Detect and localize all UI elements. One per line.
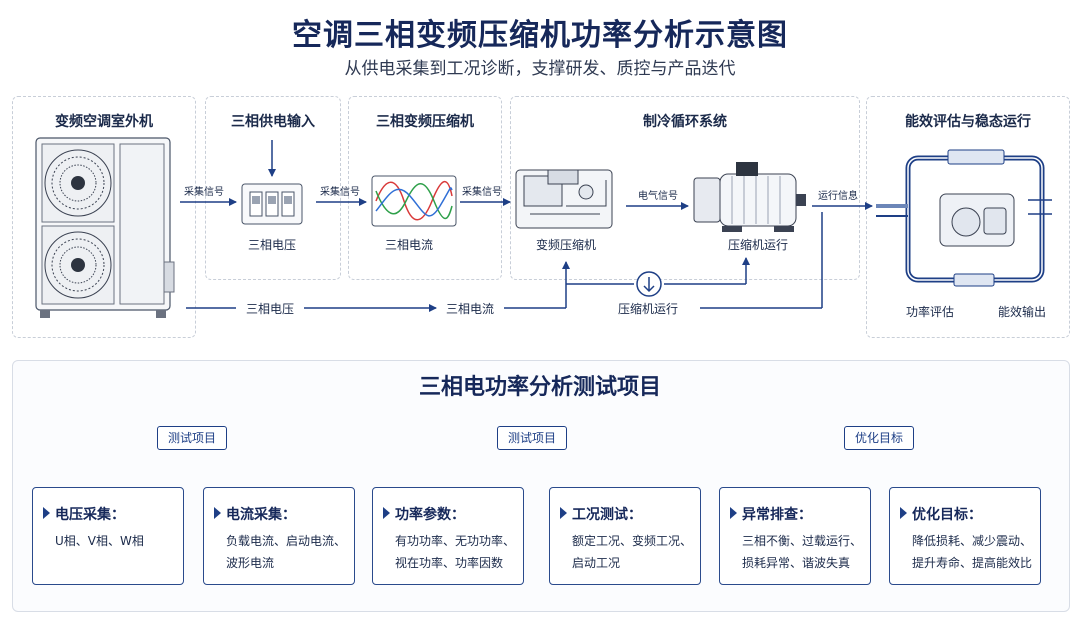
card-voltage-collection: 电压采集： U相、V相、W相 [32, 487, 184, 585]
label-bottom-current: 三相电流 [446, 302, 495, 316]
tag-test-items-1: 测试项目 [157, 426, 228, 450]
page-title: 空调三相变频压缩机功率分析示意图 [292, 18, 788, 53]
label-efficiency-output: 能效输出 [998, 305, 1047, 319]
label-bottom-compressor-running: 压缩机运行 [618, 302, 679, 316]
label-collect-signal-2: 采集信号 [320, 187, 360, 198]
download-circle-icon [636, 271, 662, 297]
label-vfd-compressor: 变频压缩机 [536, 238, 597, 252]
label-bottom-voltage: 三相电压 [246, 302, 295, 316]
vfd-compressor-icon [515, 169, 613, 229]
card-power-params: 功率参数： 有功功率、无功功率、视在功率、功率因数 [372, 487, 524, 585]
card-body: 三相不衡、过载运行、损耗异常、谐波失真 [742, 534, 863, 570]
card-body: 额定工况、变频工况、启动工况 [572, 534, 693, 570]
test-section-title: 三相电功率分析测试项目 [418, 375, 661, 400]
triangle-marker-icon [730, 507, 737, 519]
card-title: 电压采集： [55, 507, 125, 523]
card-body: U相、V相、W相 [55, 534, 144, 548]
triangle-marker-icon [900, 507, 907, 519]
label-three-phase-current: 三相电流 [385, 238, 434, 252]
triangle-marker-icon [214, 507, 221, 519]
label-collect-signal-1: 采集信号 [184, 187, 224, 198]
panel-title-outdoor-unit: 变频空调室外机 [55, 114, 153, 130]
triangle-marker-icon [383, 507, 390, 519]
card-title: 电流采集： [226, 507, 296, 523]
panel-title-refrigeration: 制冷循环系统 [643, 114, 727, 130]
card-condition-test: 工况测试： 额定工况、变频工况、启动工况 [549, 487, 701, 585]
card-body: 降低损耗、减少震动、提升寿命、提高能效比 [912, 534, 1033, 570]
card-title: 优化目标： [912, 507, 982, 523]
switch-icon [241, 183, 303, 225]
tag-optimization-goal: 优化目标 [844, 426, 915, 450]
panel-title-efficiency: 能效评估与稳态运行 [905, 114, 1031, 130]
waveform-icon [371, 175, 457, 227]
efficiency-loop-icon [876, 149, 1052, 287]
panel-title-supply-input: 三相供电输入 [231, 114, 315, 130]
label-power-eval: 功率评估 [906, 305, 955, 319]
label-three-phase-voltage: 三相电压 [248, 238, 297, 252]
card-optimization-goal: 优化目标： 降低损耗、减少震动、提升寿命、提高能效比 [889, 487, 1041, 585]
card-title: 异常排查： [742, 507, 812, 523]
card-title: 功率参数： [395, 507, 465, 523]
label-collect-signal-3: 采集信号 [462, 187, 502, 198]
triangle-marker-icon [43, 507, 50, 519]
label-run-info: 运行信息 [818, 191, 858, 202]
panel-title-compressor: 三相变频压缩机 [376, 114, 474, 130]
card-body: 有功功率、无功功率、视在功率、功率因数 [395, 534, 516, 570]
outdoor-unit-icon [35, 137, 175, 318]
triangle-marker-icon [560, 507, 567, 519]
card-current-collection: 电流采集： 负载电流、启动电流、波形电流 [203, 487, 355, 585]
card-body: 负载电流、启动电流、波形电流 [226, 534, 347, 570]
page-subtitle: 从供电采集到工况诊断，支撑研发、质控与产品迭代 [344, 59, 736, 79]
card-fault-diagnosis: 异常排查： 三相不衡、过载运行、损耗异常、谐波失真 [719, 487, 871, 585]
label-compressor-running: 压缩机运行 [728, 238, 789, 252]
compressor-motor-icon [693, 162, 806, 232]
card-title: 工况测试： [572, 507, 642, 523]
label-electric-signal: 电气信号 [638, 191, 678, 202]
tag-test-items-2: 测试项目 [497, 426, 568, 450]
